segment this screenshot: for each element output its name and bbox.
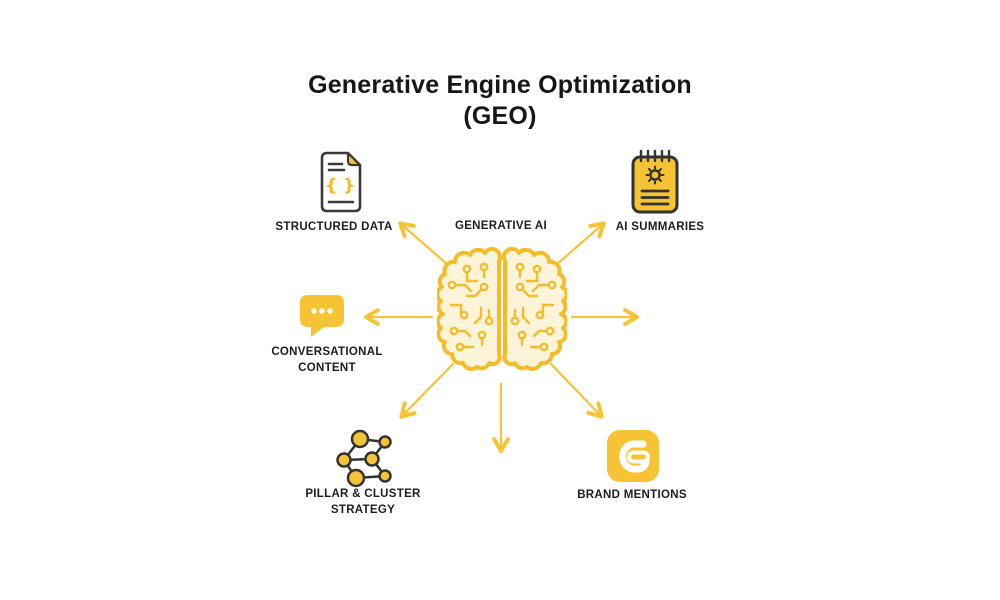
page-title-line2: (GEO) bbox=[463, 102, 537, 130]
node-label-pillar-cluster-strategy: PILLAR & CLUSTER STRATEGY bbox=[305, 488, 421, 516]
circuit-brain-icon bbox=[437, 247, 567, 371]
node-label-ai-summaries: AI SUMMARIES bbox=[615, 221, 705, 233]
node-label-structured-data: STRUCTURED DATA bbox=[275, 221, 393, 233]
page-title: Generative Engine Optimization (GEO) bbox=[0, 70, 1000, 132]
node-label-brand-mentions: BRAND MENTIONS bbox=[577, 489, 687, 501]
cluster-graph-icon bbox=[336, 429, 392, 488]
notepad-sun-icon bbox=[631, 149, 679, 214]
brand-badge-icon bbox=[607, 430, 659, 482]
json-document-icon: { } bbox=[320, 151, 362, 213]
center-label: GENERATIVE AI bbox=[454, 220, 548, 232]
svg-text:{ }: { } bbox=[325, 176, 355, 196]
chat-bubble-icon bbox=[300, 295, 344, 337]
page-title-line1: Generative Engine Optimization bbox=[308, 71, 692, 99]
node-label-conversational-content: CONVERSATIONAL CONTENT bbox=[271, 346, 383, 374]
